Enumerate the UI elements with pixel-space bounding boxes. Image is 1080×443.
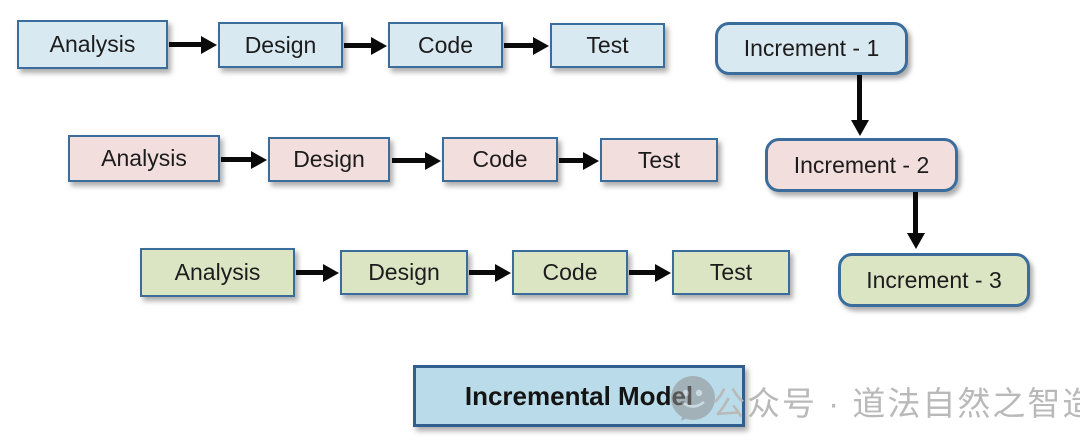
process-box-design-row3: Design [340,250,468,295]
increment-3-box: Increment - 3 [838,253,1030,307]
process-box-analysis-row3: Analysis [140,248,295,297]
arrow-right-icon [221,157,252,162]
process-box-analysis-row1: Analysis [17,20,168,69]
arrow-right-icon [559,158,584,163]
increment-2-box: Increment - 2 [765,138,958,192]
arrow-right-icon [504,43,534,48]
process-box-test-row2: Test [600,138,718,182]
arrow-right-icon [169,42,202,47]
process-box-code-row3: Code [512,250,628,295]
process-box-code-row1: Code [388,22,503,68]
process-box-design-row1: Design [218,22,343,68]
arrow-right-icon [344,43,372,48]
process-box-analysis-row2: Analysis [68,135,220,182]
chat-bubble-icon [671,376,715,421]
arrow-right-icon [296,270,324,275]
process-box-design-row2: Design [268,137,390,182]
process-box-test-row3: Test [672,250,790,295]
arrow-right-icon [392,158,426,163]
process-box-test-row1: Test [550,23,665,68]
arrow-down-icon [913,192,918,234]
arrow-down-icon [857,75,862,121]
process-box-code-row2: Code [442,137,558,182]
arrow-right-icon [469,270,496,275]
arrow-right-icon [629,270,656,275]
increment-1-box: Increment - 1 [715,22,908,75]
watermark-text: 公众号 · 道法自然之智造 [712,385,1080,422]
